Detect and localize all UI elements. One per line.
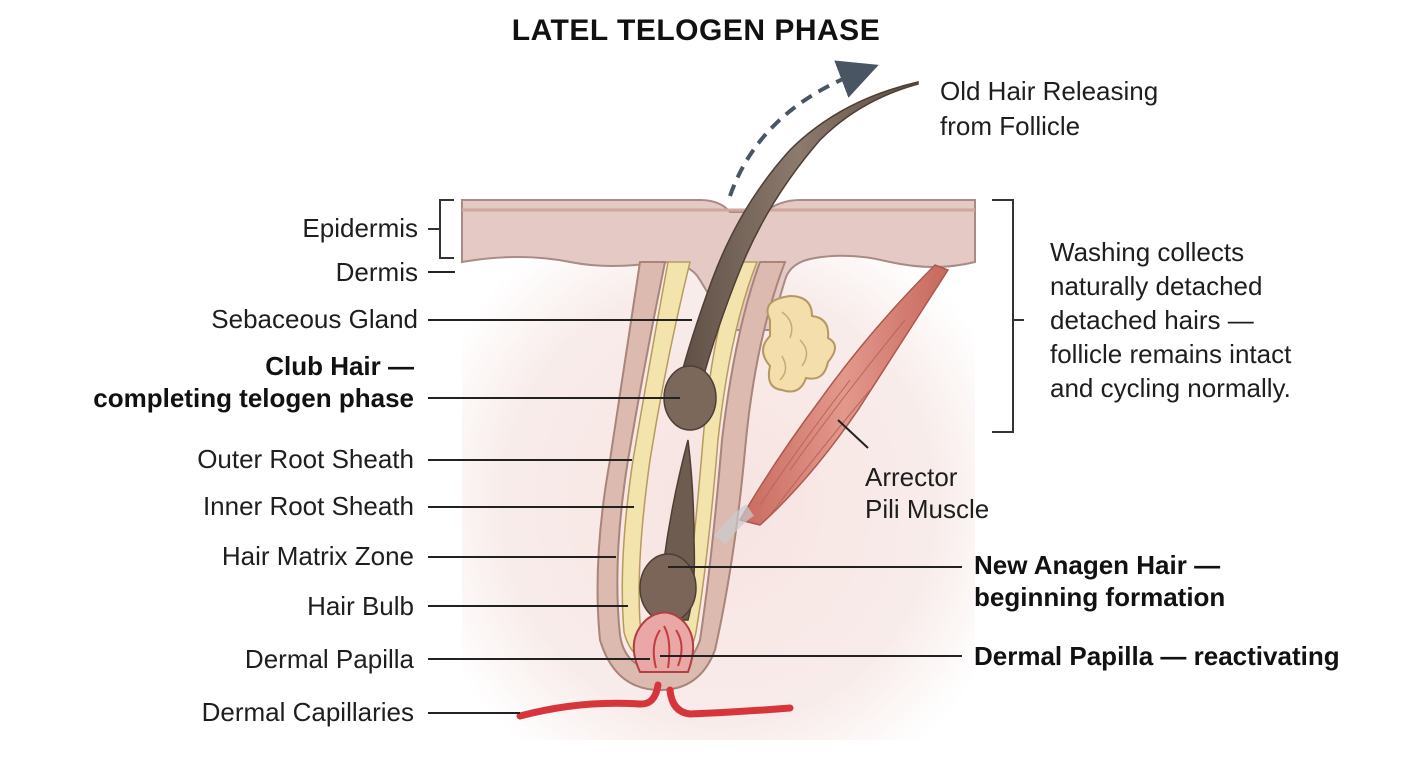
label-outer-root-sheath: Outer Root Sheath <box>197 444 414 474</box>
note-line4: follicle remains intact <box>1050 339 1292 369</box>
label-club-hair-line1: Club Hair — <box>265 351 414 381</box>
label-inner-root-sheath: Inner Root Sheath <box>202 491 414 521</box>
note-bracket <box>992 199 1024 433</box>
note-line2: naturally detached <box>1050 271 1263 301</box>
top-label-line1: Old Hair Releasing <box>940 76 1159 106</box>
label-arrector-line1: Arrector <box>865 462 958 492</box>
label-dermal-papilla: Dermal Papilla <box>244 644 414 674</box>
note-line5: and cycling normally. <box>1050 373 1291 403</box>
label-epidermis: Epidermis <box>302 213 418 243</box>
label-hair-matrix-zone: Hair Matrix Zone <box>221 541 414 571</box>
label-papilla-reactivating: Dermal Papilla — reactivating <box>974 641 1340 671</box>
label-sebaceous-gland: Sebaceous Gland <box>211 304 418 334</box>
label-dermis: Dermis <box>335 257 418 287</box>
label-club-hair: Club Hair — completing telogen phase <box>93 350 414 414</box>
note-line1: Washing collects <box>1050 237 1245 267</box>
label-hair-bulb: Hair Bulb <box>307 591 414 621</box>
top-label-line2: from Follicle <box>940 111 1081 141</box>
label-club-hair-line2: completing telogen phase <box>93 383 414 413</box>
top-label: Old Hair Releasing from Follicle <box>940 74 1158 144</box>
arrector-pili-muscle <box>738 264 950 526</box>
epidermis-bracket <box>428 199 454 259</box>
label-new-anagen-line1: New Anagen Hair — <box>974 550 1221 580</box>
note-line3: detached hairs — <box>1050 305 1254 335</box>
sebaceous-gland <box>762 294 836 393</box>
release-arrow <box>728 60 879 197</box>
dermal-papilla-shape <box>632 611 695 673</box>
follicle-yellow-sheath <box>621 261 759 665</box>
leader-arrector <box>837 419 869 449</box>
follicle-outer <box>596 261 787 692</box>
label-arrector-pili: Arrector Pili Muscle <box>865 461 989 525</box>
dermal-capillaries <box>516 681 794 720</box>
label-new-anagen-line2: beginning formation <box>974 582 1226 612</box>
diagram-title: LATEL TELOGEN PHASE <box>511 14 881 47</box>
label-dermal-capillaries: Dermal Capillaries <box>201 697 414 727</box>
label-new-anagen-hair: New Anagen Hair — beginning formation <box>974 549 1225 613</box>
washing-note: Washing collects naturally detached deta… <box>1050 235 1291 405</box>
label-arrector-line2: Pili Muscle <box>865 494 990 524</box>
